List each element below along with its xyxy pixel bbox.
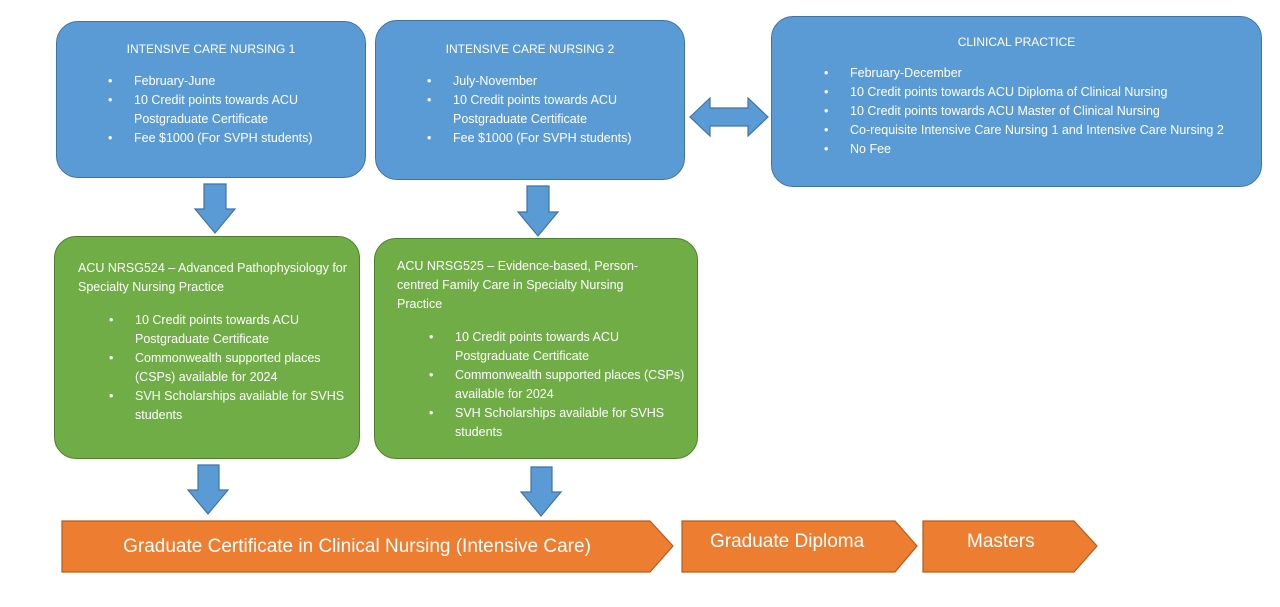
double-arrow-icon [689, 96, 769, 138]
list-item: •10 Credit points towards ACU Postgradua… [427, 93, 617, 126]
bullet-icon: • [427, 74, 432, 88]
bullet-list: •February-December •10 Credit points tow… [824, 64, 1250, 159]
down-arrow-icon [193, 183, 237, 234]
chevron-label: Masters [967, 530, 1035, 552]
list-item: •10 Credit points towards ACU Postgradua… [108, 93, 298, 126]
down-arrow-icon [516, 185, 560, 237]
bullet-icon: • [427, 93, 432, 107]
list-item: •10 Credit points towards ACU Diploma of… [824, 83, 1250, 102]
bullet-list: •February-June •10 Credit points towards… [108, 72, 354, 148]
bullet-icon: • [109, 313, 114, 327]
bullet-icon: • [824, 123, 829, 137]
nrsg524-box: ACU NRSG524 – Advanced Pathophysiology f… [54, 236, 360, 459]
bullet-icon: • [429, 406, 434, 420]
intensive-care-nursing-1-box: INTENSIVE CARE NURSING 1 •February-June … [56, 21, 366, 178]
bullet-list: •July-November •10 Credit points towards… [427, 72, 673, 148]
bullet-icon: • [427, 131, 432, 145]
list-item: •February-December [824, 64, 1250, 83]
graduate-certificate-chevron: Graduate Certificate in Clinical Nursing… [62, 521, 652, 572]
box-title: ACU NRSG524 – Advanced Pathophysiology f… [78, 261, 347, 294]
chevron-arrow-shape [922, 520, 1098, 573]
masters-chevron: Masters [923, 521, 1078, 572]
list-item: •No Fee [824, 140, 1250, 159]
bullet-icon: • [824, 85, 829, 99]
bullet-icon: • [429, 330, 434, 344]
list-item: •SVH Scholarships available for SVHS stu… [429, 406, 665, 439]
down-arrow-icon [186, 464, 230, 515]
box-title: CLINICAL PRACTICE [957, 35, 1076, 49]
box-title: INTENSIVE CARE NURSING 2 [445, 42, 615, 56]
clinical-practice-box: CLINICAL PRACTICE •February-December •10… [771, 16, 1262, 187]
box-title: ACU NRSG525 – Evidence-based, Person-cen… [397, 259, 639, 311]
list-item: •July-November [427, 72, 673, 91]
list-item: •February-June [108, 72, 354, 91]
down-arrow-icon [519, 466, 563, 517]
chevron-arrow-shape [61, 520, 674, 573]
list-item: •10 Credit points towards ACU Postgradua… [429, 330, 619, 363]
bullet-list: •10 Credit points towards ACU Postgradua… [109, 311, 350, 425]
list-item: •10 Credit points towards ACU Master of … [824, 102, 1250, 121]
chevron-label: Graduate Certificate in Clinical Nursing… [123, 535, 591, 557]
bullet-icon: • [108, 131, 113, 145]
chevron-arrow-shape [681, 520, 918, 573]
bullet-list: •10 Credit points towards ACU Postgradua… [429, 328, 685, 442]
box-title: INTENSIVE CARE NURSING 1 [126, 42, 296, 56]
bullet-icon: • [109, 389, 114, 403]
list-item: •Fee $1000 (For SVPH students) [427, 129, 673, 148]
intensive-care-nursing-2-box: INTENSIVE CARE NURSING 2 •July-November … [375, 20, 685, 180]
bullet-icon: • [824, 66, 829, 80]
list-item: •Co-requisite Intensive Care Nursing 1 a… [824, 121, 1250, 140]
bullet-icon: • [824, 142, 829, 156]
list-item: •Fee $1000 (For SVPH students) [108, 129, 354, 148]
bullet-icon: • [824, 104, 829, 118]
list-item: •SVH Scholarships available for SVHS stu… [109, 389, 345, 422]
bullet-icon: • [108, 74, 113, 88]
list-item: •Commonwealth supported places (CSPs) av… [109, 351, 321, 384]
graduate-diploma-chevron: Graduate Diploma [682, 521, 897, 572]
nrsg525-box: ACU NRSG525 – Evidence-based, Person-cen… [374, 238, 698, 459]
bullet-icon: • [429, 368, 434, 382]
list-item: •Commonwealth supported places (CSPs) av… [429, 368, 685, 401]
list-item: •10 Credit points towards ACU Postgradua… [109, 313, 299, 346]
bullet-icon: • [109, 351, 114, 365]
chevron-label: Graduate Diploma [710, 530, 865, 552]
bullet-icon: • [108, 93, 113, 107]
